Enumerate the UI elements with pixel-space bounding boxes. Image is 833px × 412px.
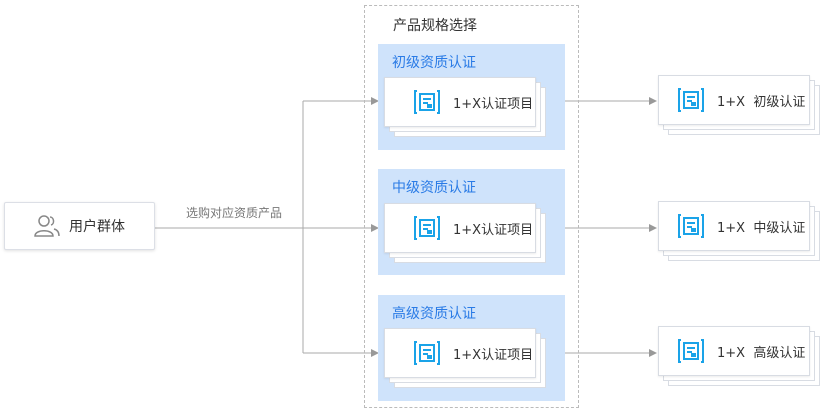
cert-label-senior: 1+X 高级认证 <box>717 345 806 361</box>
project-stack-middle[interactable]: 1+X认证项目 <box>384 203 546 263</box>
project-stack-senior[interactable]: 1+X认证项目 <box>384 328 546 388</box>
cert-label-middle: 1+X 中级认证 <box>717 220 806 236</box>
product-spec-title: 产品规格选择 <box>393 18 477 34</box>
cert-stack-junior[interactable]: 1+X 初级认证 <box>658 75 820 135</box>
project-label-middle: 1+X认证项目 <box>453 222 534 238</box>
cert-stack-senior[interactable]: 1+X 高级认证 <box>658 326 820 386</box>
users-icon <box>34 215 60 237</box>
document-icon <box>678 339 704 363</box>
tier-label-junior: 初级资质认证 <box>392 55 476 71</box>
tier-label-senior: 高级资质认证 <box>392 306 476 322</box>
project-label-junior: 1+X认证项目 <box>453 96 534 112</box>
project-stack-junior[interactable]: 1+X认证项目 <box>384 77 546 137</box>
project-card-senior[interactable]: 1+X认证项目 <box>384 328 536 378</box>
project-card-middle[interactable]: 1+X认证项目 <box>384 203 536 253</box>
document-icon <box>678 88 704 112</box>
cert-card-junior[interactable]: 1+X 初级认证 <box>658 75 810 125</box>
document-icon <box>414 90 440 114</box>
cert-label-junior: 1+X 初级认证 <box>717 94 806 110</box>
document-icon <box>414 216 440 240</box>
document-icon <box>414 341 440 365</box>
product-spec-frame <box>364 5 579 408</box>
cert-stack-middle[interactable]: 1+X 中级认证 <box>658 201 820 261</box>
edge-label: 选购对应资质产品 <box>186 206 283 220</box>
project-label-senior: 1+X认证项目 <box>453 347 534 363</box>
tier-label-middle: 中级资质认证 <box>392 180 476 196</box>
document-icon <box>678 214 704 238</box>
project-card-junior[interactable]: 1+X认证项目 <box>384 77 536 127</box>
user-group-node[interactable]: 用户群体 <box>4 202 155 250</box>
cert-card-middle[interactable]: 1+X 中级认证 <box>658 201 810 251</box>
user-group-label: 用户群体 <box>69 219 125 235</box>
cert-card-senior[interactable]: 1+X 高级认证 <box>658 326 810 376</box>
